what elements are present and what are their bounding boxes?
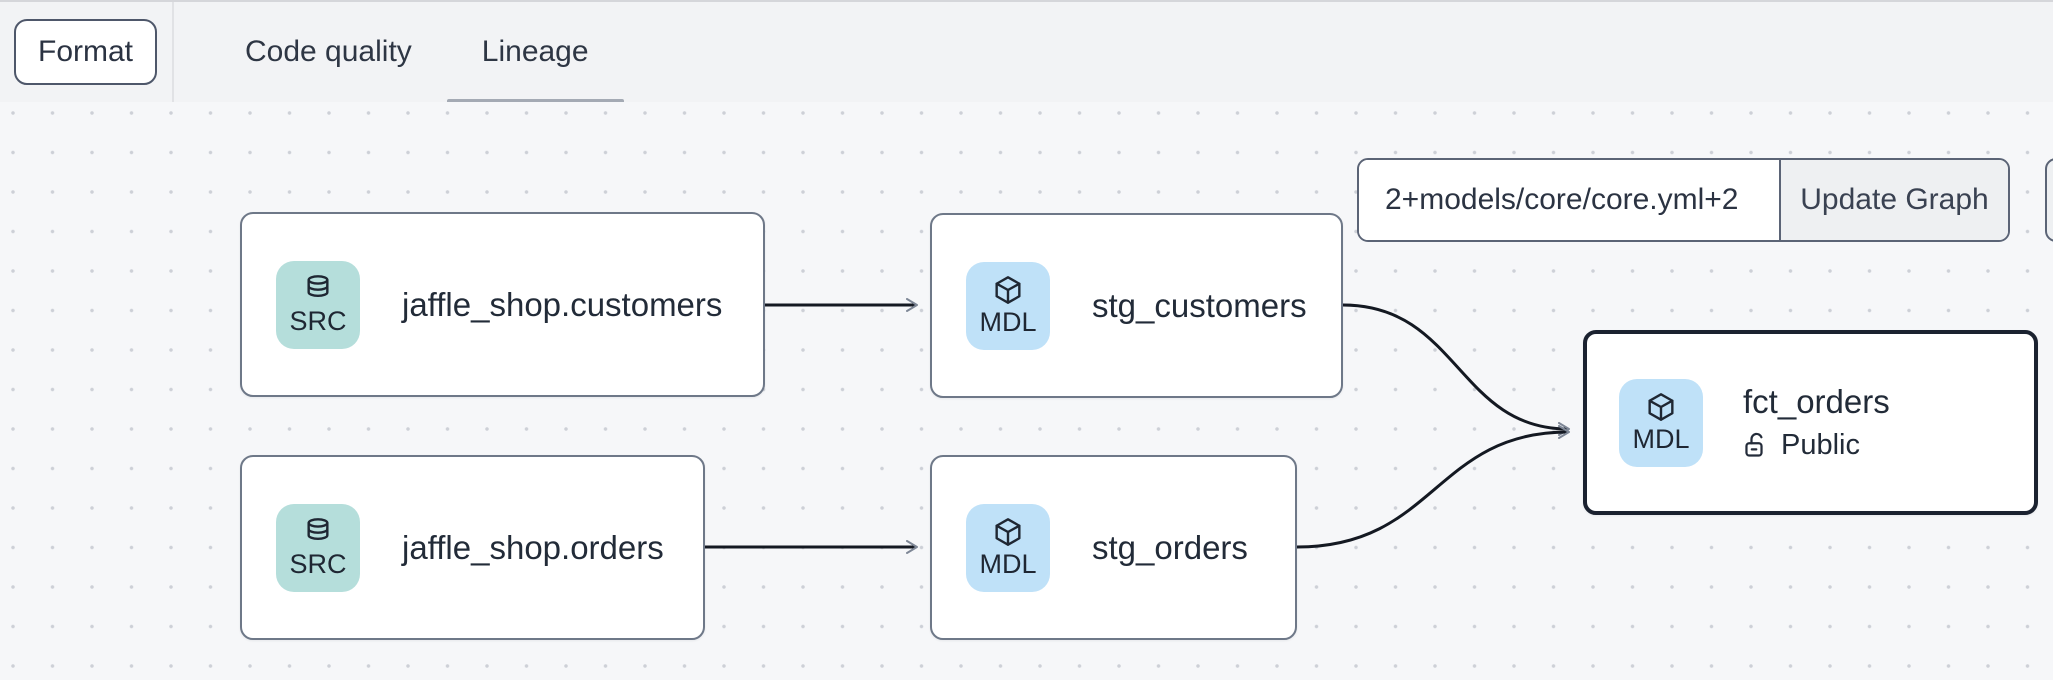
source-badge: SRC [276, 260, 360, 349]
node-title: jaffle_shop.orders [402, 528, 664, 566]
badge-label: MDL [979, 307, 1037, 337]
toolbar-divider [172, 2, 174, 102]
lineage-edge[interactable] [1296, 425, 1570, 549]
clipped-edge-button[interactable] [2045, 158, 2053, 242]
node-title: stg_orders [1092, 528, 1248, 566]
node-title: fct_orders [1743, 383, 1890, 420]
node-fct-orders[interactable]: MDL fct_orders Public [1583, 330, 2038, 515]
tab-lineage[interactable]: Lineage [446, 2, 624, 104]
model-badge: MDL [966, 503, 1050, 592]
node-text-column: fct_orders Public [1743, 383, 1890, 462]
tab-label: Code quality [245, 35, 412, 68]
access-row: Public [1743, 429, 1890, 462]
badge-label: MDL [979, 549, 1037, 579]
database-icon [307, 275, 329, 298]
node-jaffle-shop-customers[interactable]: SRC jaffle_shop.customers [240, 212, 765, 397]
badge-label: MDL [1632, 424, 1690, 454]
top-toolbar: Format Code quality Lineage [0, 0, 2053, 104]
tab-code-quality[interactable]: Code quality [217, 2, 440, 102]
model-badge: MDL [1619, 378, 1703, 467]
badge-label: SRC [289, 549, 347, 579]
toolbar-left-section: Format [0, 2, 172, 102]
cube-icon [995, 276, 1021, 304]
database-icon [307, 518, 329, 541]
tab-bar: Code quality Lineage [174, 2, 624, 104]
badge-label: SRC [289, 306, 347, 336]
tab-label: Lineage [481, 35, 589, 68]
lineage-edge[interactable] [1342, 303, 1570, 436]
model-badge: MDL [966, 261, 1050, 350]
graph-selector-control: Update Graph [1357, 158, 2010, 242]
node-title: stg_customers [1092, 286, 1307, 324]
access-label: Public [1781, 429, 1860, 461]
active-tab-underline [446, 99, 624, 104]
node-stg-orders[interactable]: MDL stg_orders [930, 455, 1297, 640]
cube-icon [995, 518, 1021, 546]
node-title: jaffle_shop.customers [402, 285, 723, 323]
lineage-canvas[interactable]: SRC jaffle_shop.customers MDL stg_custom… [0, 102, 2053, 680]
cube-icon [1648, 393, 1674, 421]
source-badge: SRC [276, 503, 360, 592]
selector-input[interactable] [1359, 160, 1779, 240]
lineage-edges-layer [705, 298, 1570, 554]
format-button[interactable]: Format [14, 19, 158, 85]
node-jaffle-shop-orders[interactable]: SRC jaffle_shop.orders [240, 455, 705, 640]
update-graph-button[interactable]: Update Graph [1779, 160, 2008, 240]
node-stg-customers[interactable]: MDL stg_customers [930, 213, 1343, 398]
lock-open-icon [1745, 432, 1763, 457]
